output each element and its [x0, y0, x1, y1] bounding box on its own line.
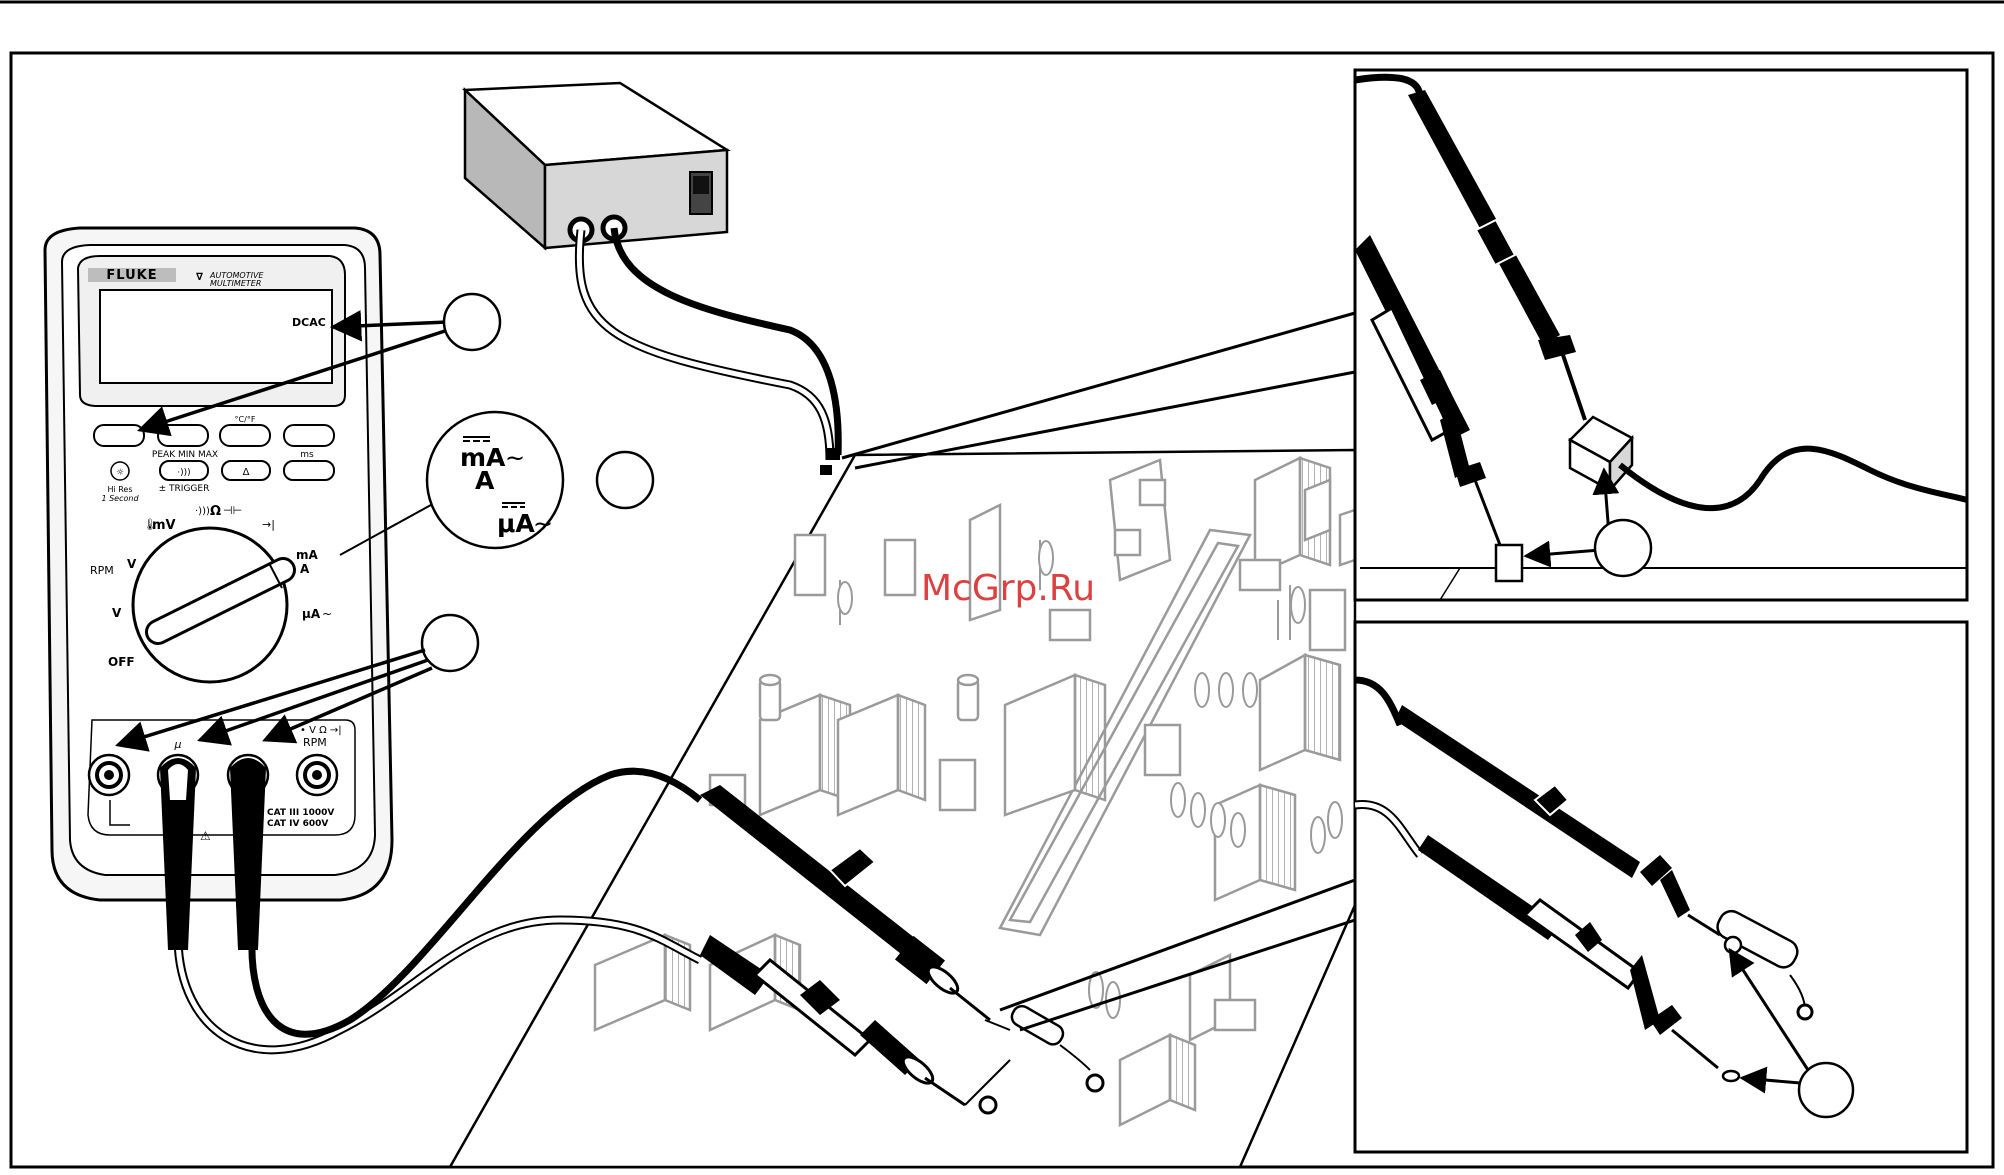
capacitor: [795, 535, 825, 595]
jack-mu-label: μ: [174, 738, 182, 751]
temp-label: °C/°F: [235, 415, 256, 424]
hires-line2: 1 Second: [101, 494, 139, 503]
ic-chip: [1215, 785, 1295, 900]
callout-circle-range: [597, 452, 653, 508]
inset-top-right: [1355, 70, 1967, 600]
dial-rpm: RPM: [90, 564, 114, 577]
jack-rpm-label: RPM: [303, 736, 327, 749]
jack-vohm-symbols: • V Ω →|: [300, 725, 342, 736]
dial-mv: mV: [152, 518, 176, 533]
magnifier-a: A: [475, 466, 495, 495]
callout-circle: [1595, 520, 1651, 576]
trigger-label: ± TRIGGER: [159, 484, 210, 494]
dial-ohm: Ω: [210, 504, 221, 519]
warning-icon: ⚠: [200, 829, 211, 843]
dial-ma: mA: [296, 548, 319, 562]
capacitor: [1050, 610, 1090, 640]
ac-wave-icon: ~: [505, 444, 525, 472]
brand-label: FLUKE: [106, 268, 157, 283]
continuity-icon: ·))): [195, 506, 210, 517]
diode-icon: →|: [262, 518, 275, 531]
peak-button[interactable]: [158, 425, 208, 446]
dial-a: A: [300, 562, 310, 576]
multimeter: FLUKE ∇ AUTOMOTIVE MULTIMETER DCAC °C/°F…: [45, 228, 392, 900]
callout-circle-jacks: [422, 615, 478, 671]
delta-logo-text: ∇: [196, 272, 203, 283]
model-line2: MULTIMETER: [210, 279, 261, 288]
beep-icon: ·))): [177, 468, 190, 478]
magnifier-ua: μA: [497, 509, 535, 538]
cat-line1: CAT III 1000V: [267, 808, 334, 818]
watermark: McGrp.Ru: [921, 568, 1095, 609]
capacitor: [885, 540, 915, 595]
callout-circle-display: [444, 294, 500, 350]
inset-bottom-right: [1355, 622, 1967, 1152]
range-button[interactable]: [94, 425, 144, 446]
lcd-display: [100, 290, 332, 383]
dial-ua: μA: [302, 607, 321, 621]
dial-v-ac: V: [112, 606, 122, 620]
supply-wire-black: [614, 228, 838, 455]
dial-off: OFF: [108, 655, 135, 669]
supply-wire-white: [579, 230, 830, 460]
callout-circle: [1799, 1063, 1853, 1117]
delta-label: Δ: [243, 467, 250, 478]
jack-a[interactable]: [89, 755, 129, 795]
black-plug: [230, 758, 266, 950]
ms-label: ms: [300, 450, 314, 460]
peak-label: PEAK MIN MAX: [152, 450, 218, 460]
dial-v-dc: V: [127, 557, 137, 571]
hires-line1: Hi Res: [107, 485, 132, 494]
ms-button[interactable]: [284, 461, 334, 480]
ic-chip: [1260, 655, 1340, 770]
capacitor-icon: ⊣⊢: [223, 504, 242, 517]
jack-v-ohm[interactable]: [297, 755, 337, 795]
ac-wave-icon: ~: [322, 607, 332, 621]
display-mode: DCAC: [292, 316, 326, 329]
sun-icon: ☼: [116, 468, 124, 478]
ms-top-button[interactable]: [284, 425, 334, 446]
cat-line2: CAT IV 600V: [267, 819, 328, 829]
ac-wave-icon: ~: [533, 510, 553, 538]
power-supply: [465, 83, 727, 248]
temp-button[interactable]: [220, 425, 270, 446]
